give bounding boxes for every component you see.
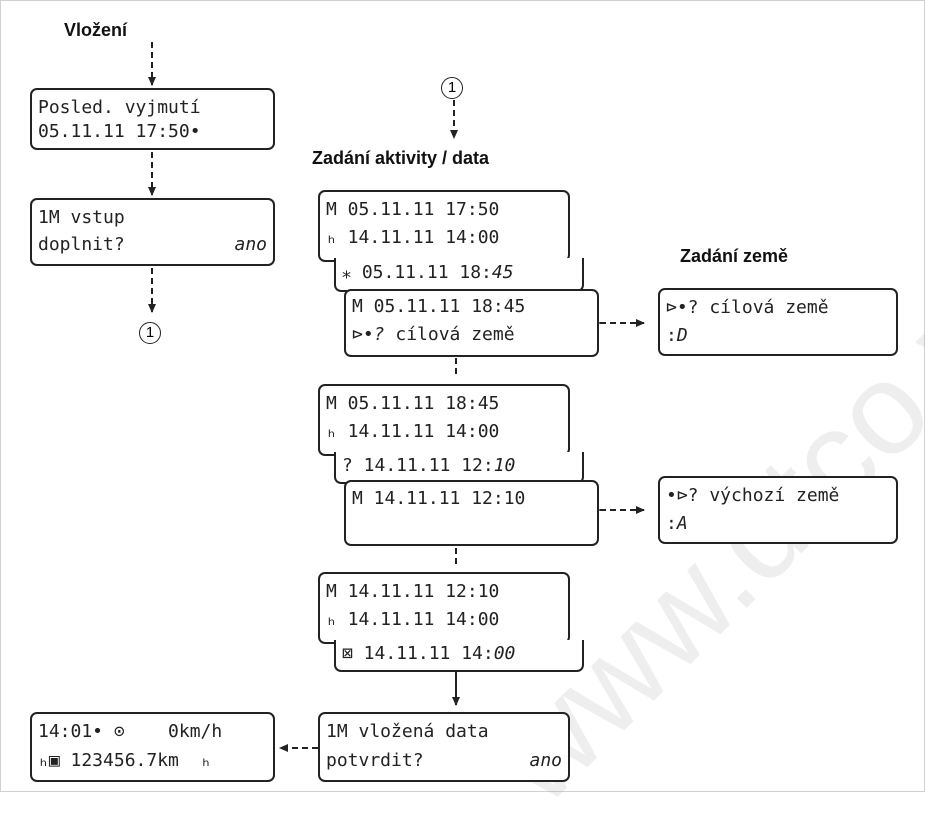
answer-yes: ano	[529, 750, 562, 771]
display-line: 14:01• ⊙ 0km/h	[38, 721, 223, 742]
display-line: ₕ▣ 123456.7km ₕ	[38, 750, 212, 771]
display-step3-time: ⊠ 14.11.11 14:00	[334, 640, 584, 672]
display-line: ⊠ 14.11.11 14:00	[342, 643, 516, 664]
heading-country: Zadání země	[680, 246, 789, 266]
display-step2-activity: M 05.11.11 18:45 ₕ 14.11.11 14:00	[318, 384, 570, 456]
connector-layer	[148, 42, 645, 752]
display-line: ⁎ 05.11.11 18:45	[342, 262, 514, 283]
display-line: Posled. vyjmutí	[38, 97, 201, 118]
display-step2-country-prompt: M 14.11.11 12:10	[344, 480, 599, 546]
display-line: potvrdit?	[326, 750, 424, 771]
display-confirm-data: 1M vložená data potvrdit? ano	[318, 712, 570, 782]
display-line: :D	[666, 325, 688, 346]
display-step1-time: ⁎ 05.11.11 18:45	[334, 258, 584, 292]
display-line: M 05.11.11 17:50	[326, 199, 500, 220]
display-line: M 05.11.11 18:45	[352, 296, 526, 317]
display-line: M 14.11.11 12:10	[352, 488, 526, 509]
display-last-removal: Posled. vyjmutí 05.11.11 17:50•	[30, 88, 275, 150]
display-step3-activity: M 14.11.11 12:10 ₕ 14.11.11 14:00	[318, 572, 570, 644]
display-origin-country: •⊳? výchozí země :A	[658, 476, 898, 544]
display-line: •⊳? výchozí země	[666, 485, 840, 506]
display-line: M 05.11.11 18:45	[326, 393, 500, 414]
display-line: doplnit?	[38, 234, 125, 255]
display-line: 1M vložená data	[326, 721, 489, 742]
display-line: ₕ 14.11.11 14:00	[326, 227, 500, 248]
answer-yes: ano	[234, 234, 267, 255]
display-line: ⊳•? cílová země	[666, 297, 829, 318]
display-step1-country-prompt: M 05.11.11 18:45 ⊳•? cílová země	[344, 289, 599, 357]
display-line: ? 14.11.11 12:10	[342, 455, 516, 476]
display-line: ⊳•? cílová země	[352, 324, 515, 345]
display-supplement: 1M vstup doplnit? ano	[30, 198, 275, 266]
heading-insert: Vložení	[64, 20, 128, 40]
display-line: :A	[666, 513, 688, 534]
display-line: ₕ 14.11.11 14:00	[326, 609, 500, 630]
display-line: ₕ 14.11.11 14:00	[326, 421, 500, 442]
display-line: 1M vstup	[38, 207, 125, 228]
display-step1-activity: M 05.11.11 17:50 ₕ 14.11.11 14:00	[318, 190, 570, 262]
display-line: 05.11.11 17:50•	[38, 121, 201, 142]
heading-activity-date: Zadání aktivity / data	[312, 148, 490, 168]
display-destination-country: ⊳•? cílová země :D	[658, 288, 898, 356]
display-standard: 14:01• ⊙ 0km/h ₕ▣ 123456.7km ₕ	[30, 712, 275, 782]
display-line: M 14.11.11 12:10	[326, 581, 500, 602]
ref-marker-top: 1	[441, 77, 463, 99]
ref-marker-bottom: 1	[139, 322, 161, 344]
